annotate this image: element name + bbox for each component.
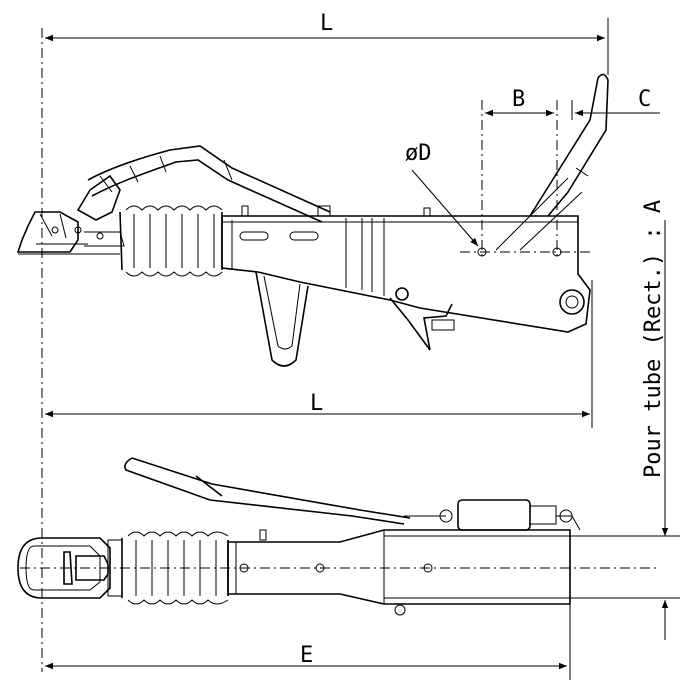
extension-lines bbox=[41, 18, 609, 680]
dimension-lines bbox=[45, 34, 680, 670]
label-B: B bbox=[512, 87, 525, 112]
label-L-top: L bbox=[320, 11, 333, 36]
label-D: øD bbox=[405, 141, 432, 166]
side-view bbox=[16, 73, 609, 367]
label-C: C bbox=[638, 87, 651, 112]
label-E: E bbox=[300, 643, 313, 668]
label-tube-A: Pour tube (Rect.) : A bbox=[641, 200, 666, 478]
leader-D bbox=[411, 169, 479, 247]
label-L-mid: L bbox=[310, 391, 323, 416]
top-view bbox=[17, 457, 660, 616]
